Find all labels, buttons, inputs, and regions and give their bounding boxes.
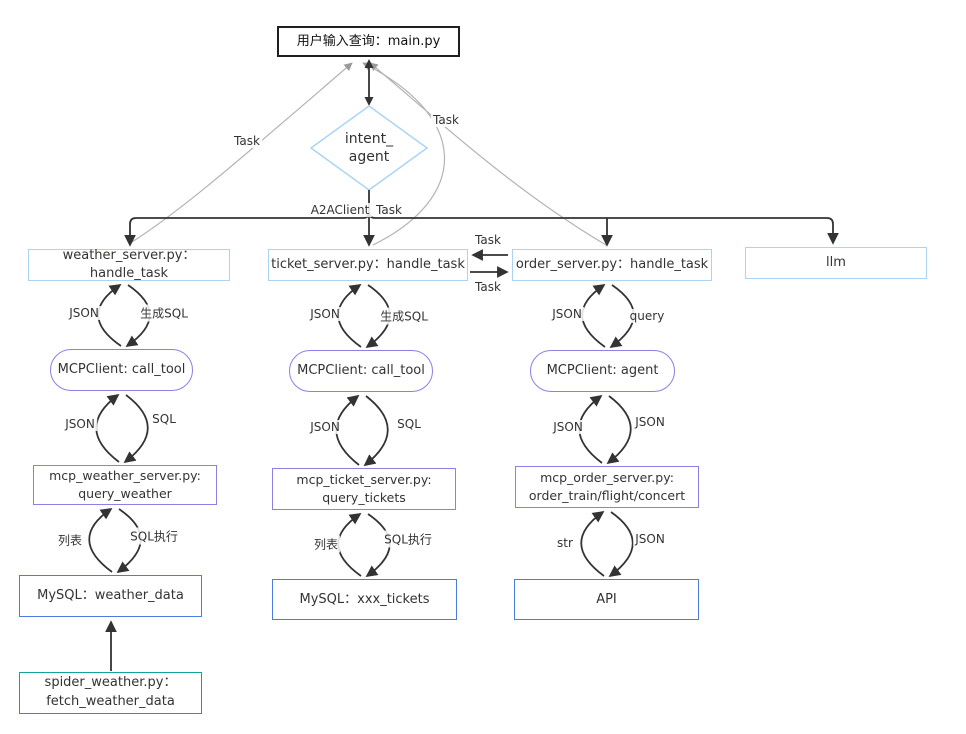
- spider-line1: spider_weather.py：: [44, 675, 177, 691]
- edge-label-task-ticket-to-order: Task: [473, 280, 503, 294]
- edge-api-down: [608, 511, 634, 578]
- edge-label-order-json1: JSON: [550, 307, 584, 321]
- edge-label-weather-sql: SQL: [150, 412, 178, 426]
- node-mcp-ticket-server: mcp_ticket_server.py: query_tickets: [272, 468, 456, 510]
- edge-label-task-order-return: Task: [431, 113, 461, 127]
- edge-order-mcpclient-up: [581, 284, 606, 348]
- arrowhead-down-intent: [364, 97, 374, 106]
- node-weather-mcpclient: MCPClient: call_tool: [50, 349, 193, 391]
- node-weather-server: weather_server.py：handle_task: [28, 248, 230, 281]
- arrowhead-up-main: [364, 59, 374, 68]
- node-ticket-server: ticket_server.py：handle_task: [268, 249, 468, 281]
- edge-mysqltickets-up: [337, 513, 362, 577]
- edge-label-order-json3: JSON: [633, 415, 667, 429]
- edge-task-ticket-to-main: [362, 62, 446, 246]
- intent-label-line2: agent: [348, 149, 390, 165]
- node-llm: llm: [745, 247, 927, 279]
- edge-label-ticket-json1: JSON: [308, 307, 342, 321]
- ticket-mcpclient-label: MCPClient: call_tool: [297, 363, 425, 379]
- edge-label-ticket-list: 列表: [311, 535, 341, 553]
- mcp-order-line1: mcp_order_server.py:: [540, 469, 674, 485]
- edge-label-weather-json2: JSON: [63, 417, 97, 431]
- edge-label-order-query: query: [627, 309, 667, 323]
- edge-label-task-order-to-ticket: Task: [473, 233, 503, 247]
- node-mcp-order-server: mcp_order_server.py: order_train/flight/…: [515, 466, 699, 508]
- order-mcpclient-label: MCPClient: agent: [546, 363, 659, 379]
- mcp-order-line2: order_train/flight/concert: [528, 488, 686, 503]
- edge-label-order-json4: JSON: [633, 532, 667, 546]
- edge-label-weather-list: 列表: [55, 531, 85, 549]
- node-order-mcpclient: MCPClient: agent: [530, 350, 675, 392]
- api-label: API: [596, 591, 617, 607]
- spider-line2: fetch_weather_data: [46, 694, 175, 709]
- node-order-server: order_server.py：handle_task: [512, 249, 712, 281]
- edge-bus-llm: [368, 211, 839, 245]
- node-mysql-weather: MySQL：weather_data: [19, 575, 202, 617]
- ticket-server-label: ticket_server.py：handle_task: [271, 257, 465, 273]
- weather-mcpclient-label: MCPClient: call_tool: [57, 362, 186, 378]
- edge-mcpticket-down: [363, 395, 389, 467]
- llm-label: llm: [826, 255, 846, 271]
- node-mcp-weather-server: mcp_weather_server.py: query_weather: [33, 465, 217, 505]
- mysql-tickets-label: MySQL：xxx_tickets: [299, 591, 430, 607]
- mcp-ticket-line1: mcp_ticket_server.py:: [296, 471, 432, 487]
- edge-label-ticket-sqlexec: SQL执行: [382, 530, 434, 548]
- edge-label-weather-json1: JSON: [67, 306, 101, 320]
- node-main-label: 用户输入查询：main.py: [296, 33, 441, 49]
- edge-label-a2aclient: A2AClient: [308, 203, 372, 217]
- node-ticket-mcpclient: MCPClient: call_tool: [289, 350, 433, 392]
- weather-server-label: weather_server.py：handle_task: [62, 248, 196, 281]
- edge-label-weather-gensql: 生成SQL: [138, 304, 190, 322]
- node-api: API: [514, 579, 699, 620]
- edge-mcporder-down: [606, 395, 632, 465]
- node-spider-weather: spider_weather.py： fetch_weather_data: [19, 672, 202, 714]
- edge-label-ticket-json2: JSON: [308, 420, 342, 434]
- edge-label-order-str: str: [555, 536, 575, 550]
- edge-label-ticket-sql: SQL: [395, 417, 423, 431]
- edge-label-weather-sqlexec: SQL执行: [128, 527, 180, 545]
- node-main: 用户输入查询：main.py: [277, 26, 460, 57]
- edge-label-task-intent-ticket: Task: [374, 203, 404, 217]
- mcp-weather-line2: query_weather: [78, 486, 172, 501]
- edge-task-order-to-main: [369, 62, 607, 246]
- edge-label-order-json2: JSON: [551, 420, 585, 434]
- intent-label-line1: intent_: [344, 130, 394, 147]
- edge-label-ticket-gensql: 生成SQL: [378, 307, 430, 325]
- edge-task-weather-to-main: [131, 62, 353, 243]
- edge-mysqlweather-up: [88, 508, 113, 573]
- node-intent-agent: intent_ agent: [311, 106, 427, 190]
- edge-mcpweather-down: [123, 394, 149, 464]
- edge-label-task-weather-return: Task: [232, 134, 262, 148]
- mysql-weather-label: MySQL：weather_data: [37, 588, 184, 604]
- mcp-weather-line1: mcp_weather_server.py:: [49, 467, 201, 483]
- order-server-label: order_server.py：handle_task: [515, 257, 709, 273]
- edge-mcpweather-up: [95, 393, 120, 463]
- mcp-ticket-line2: query_tickets: [322, 490, 406, 505]
- node-mysql-tickets: MySQL：xxx_tickets: [272, 579, 457, 620]
- edge-weather-mcpclient-up: [97, 284, 122, 347]
- edge-api-up: [580, 510, 605, 577]
